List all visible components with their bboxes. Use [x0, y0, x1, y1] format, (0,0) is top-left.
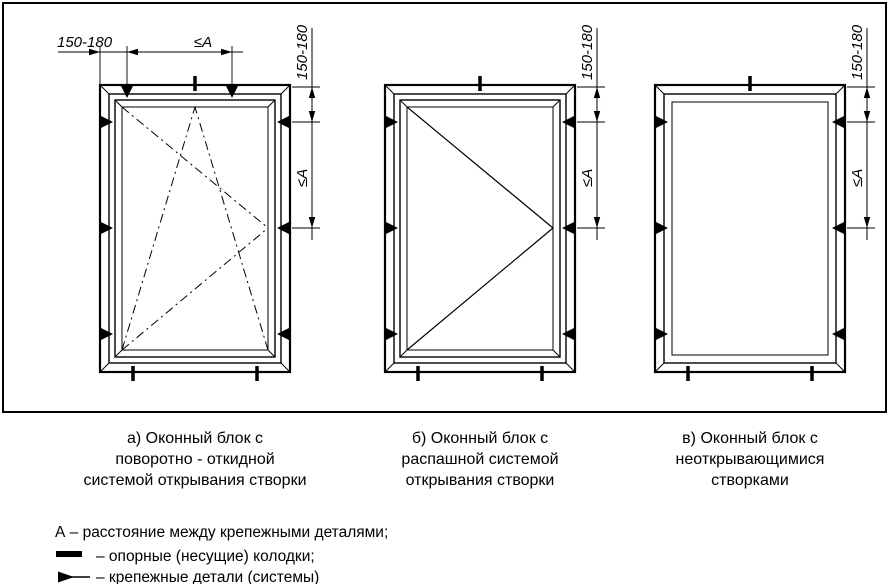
tilt-turn-opening-symbol	[121, 106, 269, 351]
dim-label-edge-distance: 150-180	[294, 24, 311, 80]
window-c-support-blocks	[686, 76, 814, 381]
dim-label-max-spacing: ≤А	[294, 169, 311, 187]
fixing-detail-icon	[562, 328, 574, 340]
window-a-sash	[114, 99, 276, 358]
dim-label-edge-distance: 150-180	[849, 24, 866, 80]
window-c-fixing-details	[656, 116, 844, 340]
window-a	[98, 76, 292, 381]
fixing-detail-icon	[277, 222, 289, 234]
caption-c: в) Оконный блок с неоткрывающимися створ…	[676, 430, 825, 489]
dim-label-max-spacing: ≤А	[194, 34, 212, 51]
fixing-detail-icon	[386, 116, 398, 128]
fixing-detail-icon	[101, 328, 113, 340]
window-a-fixing-details	[101, 86, 289, 340]
fixing-detail-icon	[277, 328, 289, 340]
caption-b-line-3: открывания створки	[406, 472, 555, 489]
support-block-icon	[56, 551, 82, 557]
caption-c-line-2: неоткрывающимися	[676, 451, 825, 468]
casement-opening-symbol	[406, 106, 554, 351]
fixing-detail-icon	[656, 116, 668, 128]
dim-label-max-spacing: ≤А	[579, 169, 596, 187]
caption-a-line-1: а) Оконный блок с	[127, 430, 263, 447]
diagram-border	[2, 2, 887, 413]
caption-c-line-1: в) Оконный блок с	[682, 430, 818, 447]
fixing-detail-icon	[386, 328, 398, 340]
window-b-sash	[399, 99, 561, 358]
caption-b: б) Оконный блок с распашной системой отк…	[401, 430, 558, 489]
fixing-detail-icon	[386, 222, 398, 234]
fixing-detail-icon	[832, 222, 844, 234]
window-c-frame	[653, 83, 847, 374]
fixing-detail-icon	[832, 328, 844, 340]
fixing-detail-icon	[101, 222, 113, 234]
caption-b-line-2: распашной системой	[401, 451, 558, 468]
fixing-detail-icon	[832, 116, 844, 128]
fixing-detail-icon	[562, 222, 574, 234]
dimension-b-right: 150-180 ≤А	[577, 24, 605, 240]
dim-label-edge-distance: 150-180	[579, 24, 596, 80]
window-b-frame	[383, 83, 577, 374]
dimension-c-right: 150-180 ≤А	[847, 24, 875, 240]
legend-item-fixing-details: – крепежные детали (системы)	[96, 569, 319, 584]
fixing-detail-icon	[277, 116, 289, 128]
fixing-detail-icon	[101, 116, 113, 128]
caption-a-line-2: поворотно - откидной	[115, 451, 274, 468]
caption-b-line-1: б) Оконный блок с	[412, 430, 548, 447]
window-b-fixing-details	[386, 116, 574, 340]
legend-item-distance: А – расстояние между крепежными деталями…	[55, 524, 388, 541]
fixing-detail-icon	[58, 571, 74, 583]
window-b-support-blocks	[416, 76, 544, 381]
fixing-detail-icon	[656, 222, 668, 234]
window-a-support-blocks	[131, 76, 259, 381]
caption-a: а) Оконный блок с поворотно - откидной с…	[83, 430, 306, 489]
legend-item-support-blocks: – опорные (несущие) колодки;	[96, 548, 315, 565]
dimension-a-top: 150-180 ≤А	[57, 34, 243, 84]
dimension-a-right: 150-180 ≤А	[292, 24, 320, 240]
fixing-detail-icon	[226, 86, 238, 98]
legend: А – расстояние между крепежными деталями…	[55, 524, 388, 584]
caption-a-line-3: системой открывания створки	[83, 472, 306, 489]
fixing-detail-icon	[562, 116, 574, 128]
fixing-detail-icon	[121, 86, 133, 98]
dim-label-max-spacing: ≤А	[849, 169, 866, 187]
caption-c-line-3: створками	[711, 472, 789, 489]
fixing-detail-icon	[656, 328, 668, 340]
window-b	[383, 76, 577, 381]
dim-label-edge-distance: 150-180	[57, 34, 113, 51]
window-c	[653, 76, 847, 381]
